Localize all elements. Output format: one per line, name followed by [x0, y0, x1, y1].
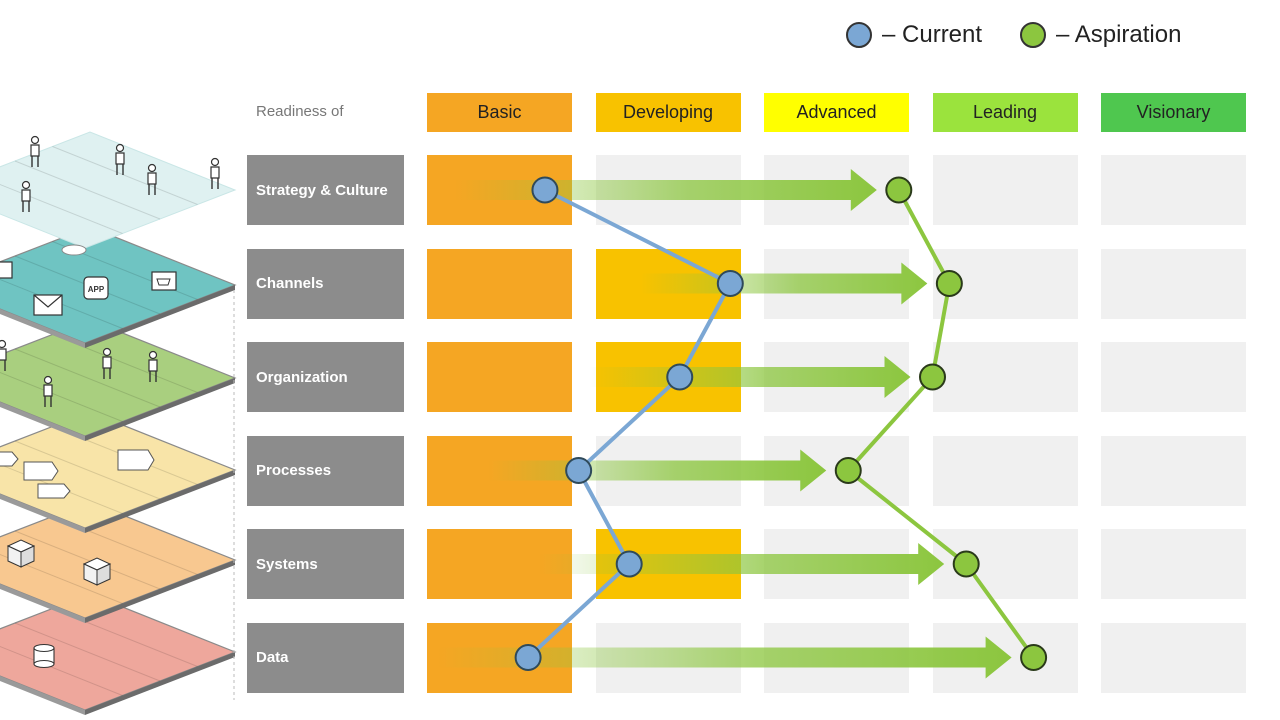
- cell-strategy-and-culture-developing: [595, 155, 741, 225]
- cell-systems-advanced: [764, 529, 909, 599]
- person-icon: [102, 347, 112, 379]
- layer-data: [0, 593, 237, 715]
- cell-processes-visionary: [1101, 435, 1246, 506]
- cell-systems-leading: [932, 529, 1078, 599]
- cell-organization-basic: [427, 342, 572, 412]
- layer-stack-illustration: APP: [0, 131, 237, 715]
- row-label-systems: Systems: [247, 529, 404, 599]
- process-shape-icon: [37, 483, 71, 499]
- cart-icon: [151, 271, 177, 291]
- person-icon: [210, 157, 220, 189]
- layer-organization: [0, 319, 237, 441]
- cell-data-developing: [595, 622, 741, 693]
- cell-organization-leading: [932, 342, 1078, 412]
- person-icon: [147, 163, 157, 195]
- layer-people: [0, 131, 237, 249]
- row-label-channels: Channels: [247, 248, 404, 319]
- level-header-visionary: Visionary: [1101, 93, 1246, 132]
- cell-processes-basic: [427, 435, 572, 506]
- person-icon: [21, 180, 31, 212]
- person-icon: [0, 339, 7, 371]
- person-icon: [30, 135, 40, 167]
- row-label-processes: Processes: [247, 435, 404, 506]
- current-dot-icon: [846, 22, 872, 48]
- legend-aspiration: – Aspiration: [1020, 21, 1181, 49]
- cell-channels-visionary: [1101, 248, 1246, 319]
- level-header-basic: Basic: [427, 93, 572, 132]
- row-label-strategy-and-culture: Strategy & Culture: [247, 155, 404, 225]
- cell-systems-developing: [595, 529, 741, 599]
- envelope-icon: [33, 294, 63, 316]
- process-shape-icon: [0, 451, 19, 467]
- person-icon: [148, 350, 158, 382]
- cell-channels-advanced: [764, 248, 909, 319]
- database-icon: [33, 643, 55, 669]
- legend-aspiration-label: – Aspiration: [1056, 21, 1182, 48]
- level-header-developing: Developing: [595, 93, 741, 132]
- cell-strategy-and-culture-advanced: [764, 155, 909, 225]
- cell-strategy-and-culture-leading: [932, 155, 1078, 225]
- layer-channels: [0, 226, 237, 348]
- legend-current: – Current: [846, 21, 982, 49]
- legend: – Current – Aspiration: [846, 18, 1181, 52]
- aspiration-dot-icon: [1020, 22, 1047, 48]
- row-label-data: Data: [247, 622, 404, 693]
- cube-icon: [6, 539, 36, 568]
- cell-strategy-and-culture-basic: [427, 155, 572, 225]
- cell-processes-advanced: [764, 435, 909, 506]
- cell-data-basic: [427, 622, 572, 693]
- cell-organization-advanced: [764, 342, 909, 412]
- cell-systems-visionary: [1101, 529, 1246, 599]
- cell-data-advanced: [764, 622, 909, 693]
- cell-data-leading: [932, 622, 1078, 693]
- person-icon: [43, 375, 53, 407]
- legend-current-label: – Current: [882, 21, 983, 48]
- level-header-advanced: Advanced: [764, 93, 909, 132]
- cube-icon: [82, 557, 112, 586]
- cell-processes-leading: [932, 435, 1078, 506]
- monitor-icon: [0, 261, 13, 279]
- level-header-leading: Leading: [932, 93, 1078, 132]
- cell-organization-visionary: [1101, 342, 1246, 412]
- cell-organization-developing: [595, 342, 741, 412]
- layer-systems: [0, 501, 237, 623]
- cell-channels-developing: [595, 248, 741, 319]
- cell-channels-leading: [932, 248, 1078, 319]
- cell-processes-developing: [595, 435, 741, 506]
- cell-channels-basic: [427, 248, 572, 319]
- app-icon: APP: [83, 276, 109, 300]
- app-icon-text: APP: [88, 285, 105, 294]
- cell-data-visionary: [1101, 622, 1246, 693]
- process-shape-icon: [23, 461, 59, 481]
- person-icon: [115, 143, 125, 175]
- cell-strategy-and-culture-visionary: [1101, 155, 1246, 225]
- platform-disc-icon: [61, 244, 87, 256]
- row-label-organization: Organization: [247, 342, 404, 412]
- cell-systems-basic: [427, 529, 572, 599]
- process-shape-icon: [117, 449, 155, 471]
- readiness-label: Readiness of: [256, 103, 344, 120]
